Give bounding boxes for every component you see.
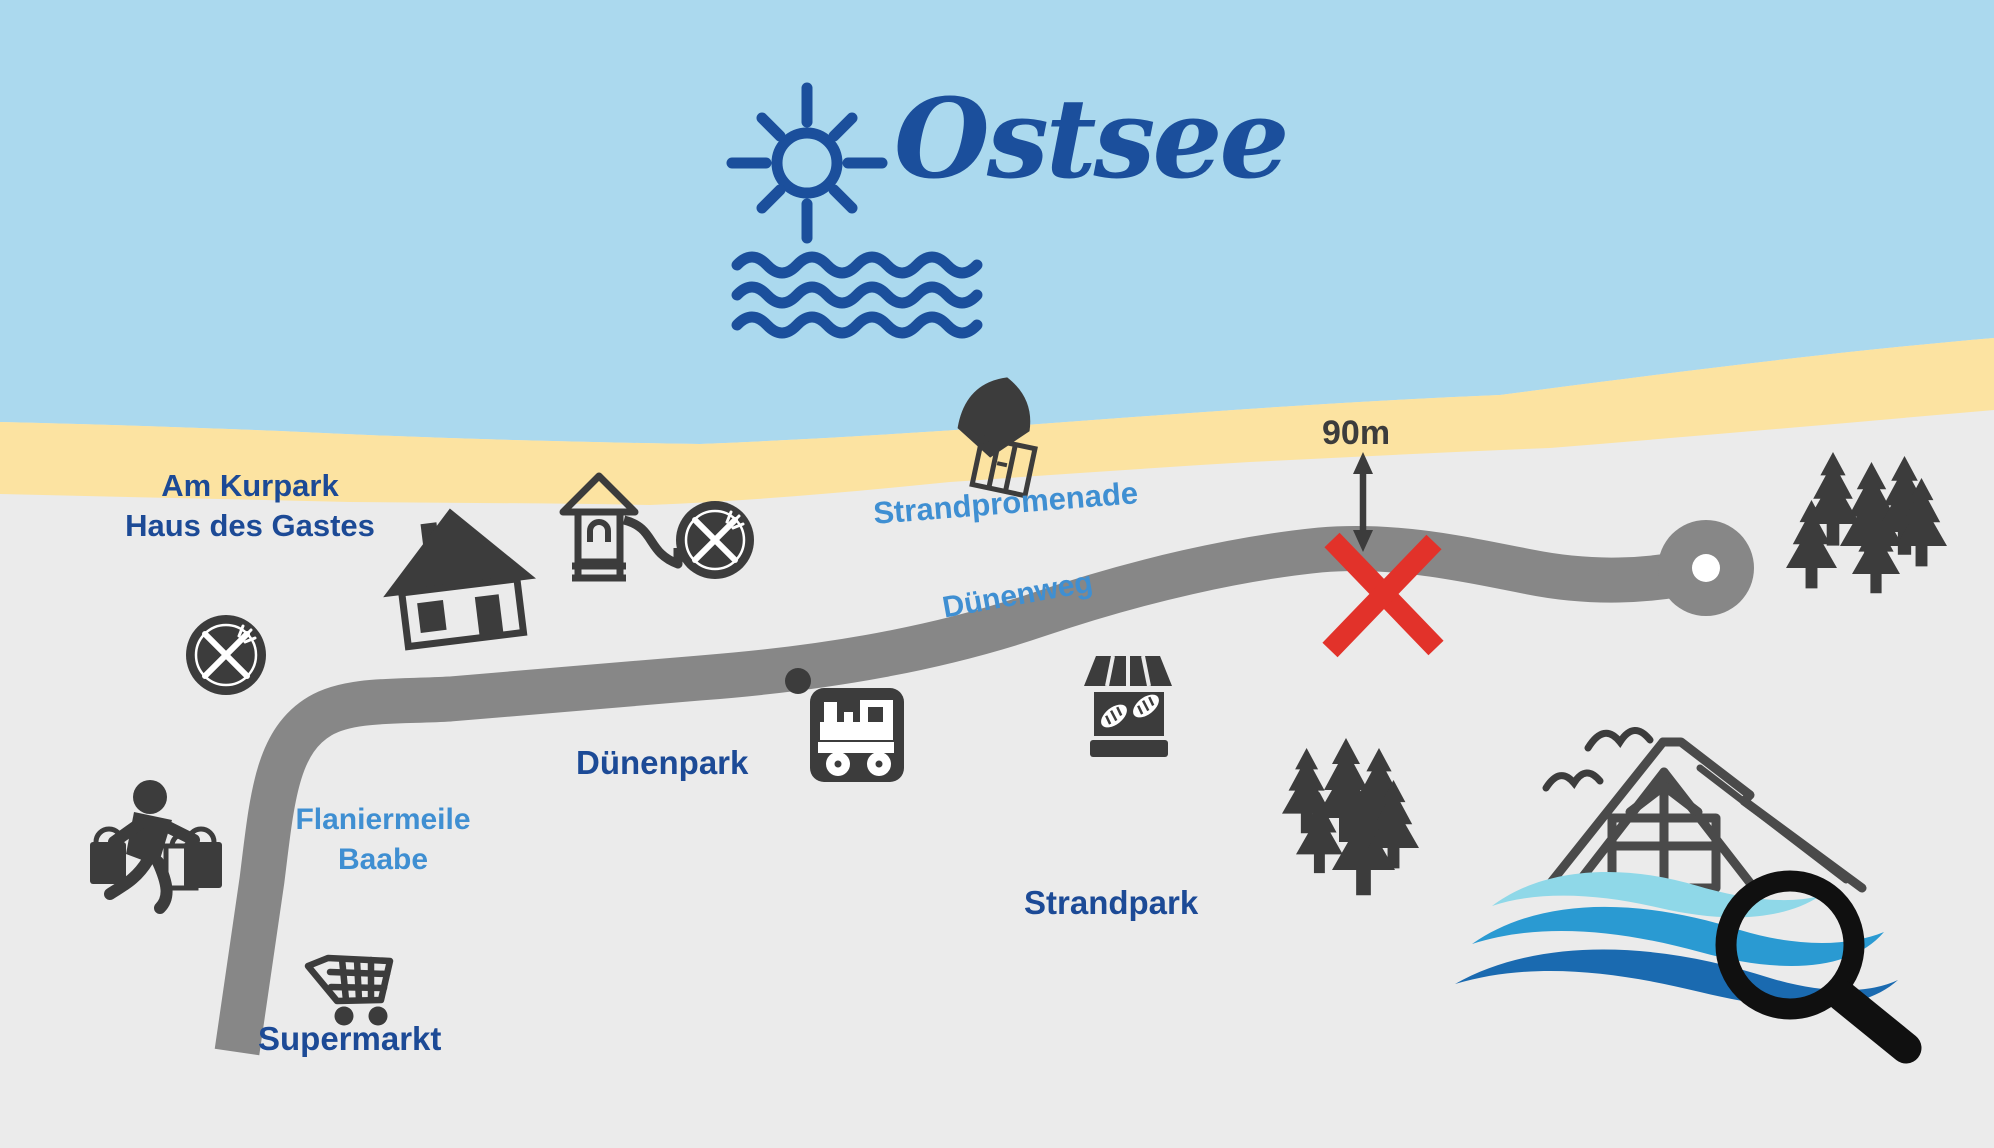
road [214,525,1706,1056]
shopping-cart-icon [304,954,394,1026]
red-x-marker [1322,532,1444,658]
sea-title: Ostsee [894,74,1289,203]
street-label-flaniermeile: Flaniermeile Baabe [281,800,485,879]
flaniermeile-line1: Flaniermeile [295,803,471,836]
shopper-icon [90,780,222,914]
poi-label-duenenpark: Dünenpark [576,744,749,781]
am-kurpark-line2: Haus des Gastes [125,507,375,543]
beach [0,338,1994,505]
beach-chair-icon [957,377,1038,499]
sea-waves-icon [731,251,983,339]
roundabout [1658,520,1754,616]
bird-icon [1542,727,1654,792]
logo-house [1540,737,1867,895]
distance-arrow [1353,452,1373,552]
am-kurpark-line1: Am Kurpark [161,468,339,503]
distance-value: 90m [1322,414,1391,452]
sun-icon [726,82,888,244]
restaurant-icon [676,501,754,579]
route-dot [785,668,811,694]
house-icon [383,508,537,651]
restaurant-icon [186,615,266,695]
playground-icon [559,472,683,582]
bakery-icon [1084,655,1172,757]
sea [0,0,1994,444]
poi-label-strandpark: Strandpark [1024,884,1199,921]
poi-label-supermarkt: Supermarkt [258,1020,442,1057]
poi-label-am-kurpark: Am Kurpark Haus des Gastes [112,466,388,545]
train-icon [810,688,904,782]
flaniermeile-line2: Baabe [337,842,429,876]
